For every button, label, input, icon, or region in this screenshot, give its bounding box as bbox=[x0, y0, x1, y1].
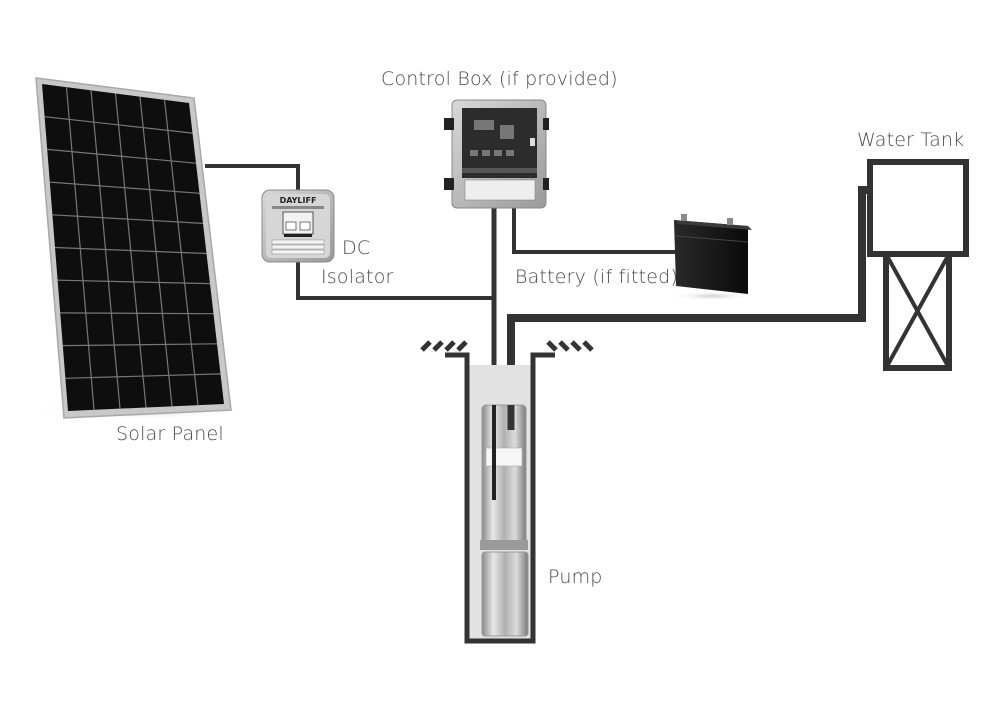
battery-icon bbox=[670, 214, 754, 301]
pipe-pump-to-tank bbox=[507, 186, 870, 430]
panel-grid-row bbox=[60, 312, 214, 315]
control-box-icon bbox=[444, 99, 549, 209]
wiring bbox=[205, 164, 870, 430]
solar-panel-label: Solar Panel bbox=[116, 423, 224, 445]
wire-isolator-to-pump bbox=[296, 262, 494, 300]
submersible-pump-icon bbox=[480, 404, 529, 637]
panel-grid-row bbox=[62, 343, 218, 347]
panel-grid-row bbox=[44, 116, 193, 134]
panel-grid-row bbox=[54, 246, 207, 255]
battery-label: Battery (if fitted) bbox=[515, 266, 679, 288]
isolator-switch-icon: DAYLIFF bbox=[261, 189, 335, 263]
panel-grid-row bbox=[49, 181, 200, 194]
panel-grid-row bbox=[57, 279, 211, 285]
panel-grid-row bbox=[65, 373, 221, 379]
water-tank-icon bbox=[867, 159, 969, 371]
solar-panel-icon bbox=[30, 77, 250, 420]
dc-isolator-label-line2: Isolator bbox=[321, 266, 394, 288]
dc-isolator-label-line1: DC bbox=[342, 237, 371, 259]
wire-panel-to-isolator bbox=[205, 164, 300, 192]
control-box-label: Control Box (if provided) bbox=[381, 68, 618, 90]
pump-label: Pump bbox=[548, 566, 603, 588]
isolator-brand: DAYLIFF bbox=[280, 196, 317, 205]
water-tank-label: Water Tank bbox=[857, 129, 965, 151]
wire-controlbox-to-battery bbox=[512, 205, 676, 254]
ground-hatch-right bbox=[546, 340, 594, 352]
ground-hatch-left bbox=[420, 340, 468, 352]
panel-grid-row bbox=[52, 214, 204, 224]
panel-grid-row bbox=[47, 148, 197, 164]
